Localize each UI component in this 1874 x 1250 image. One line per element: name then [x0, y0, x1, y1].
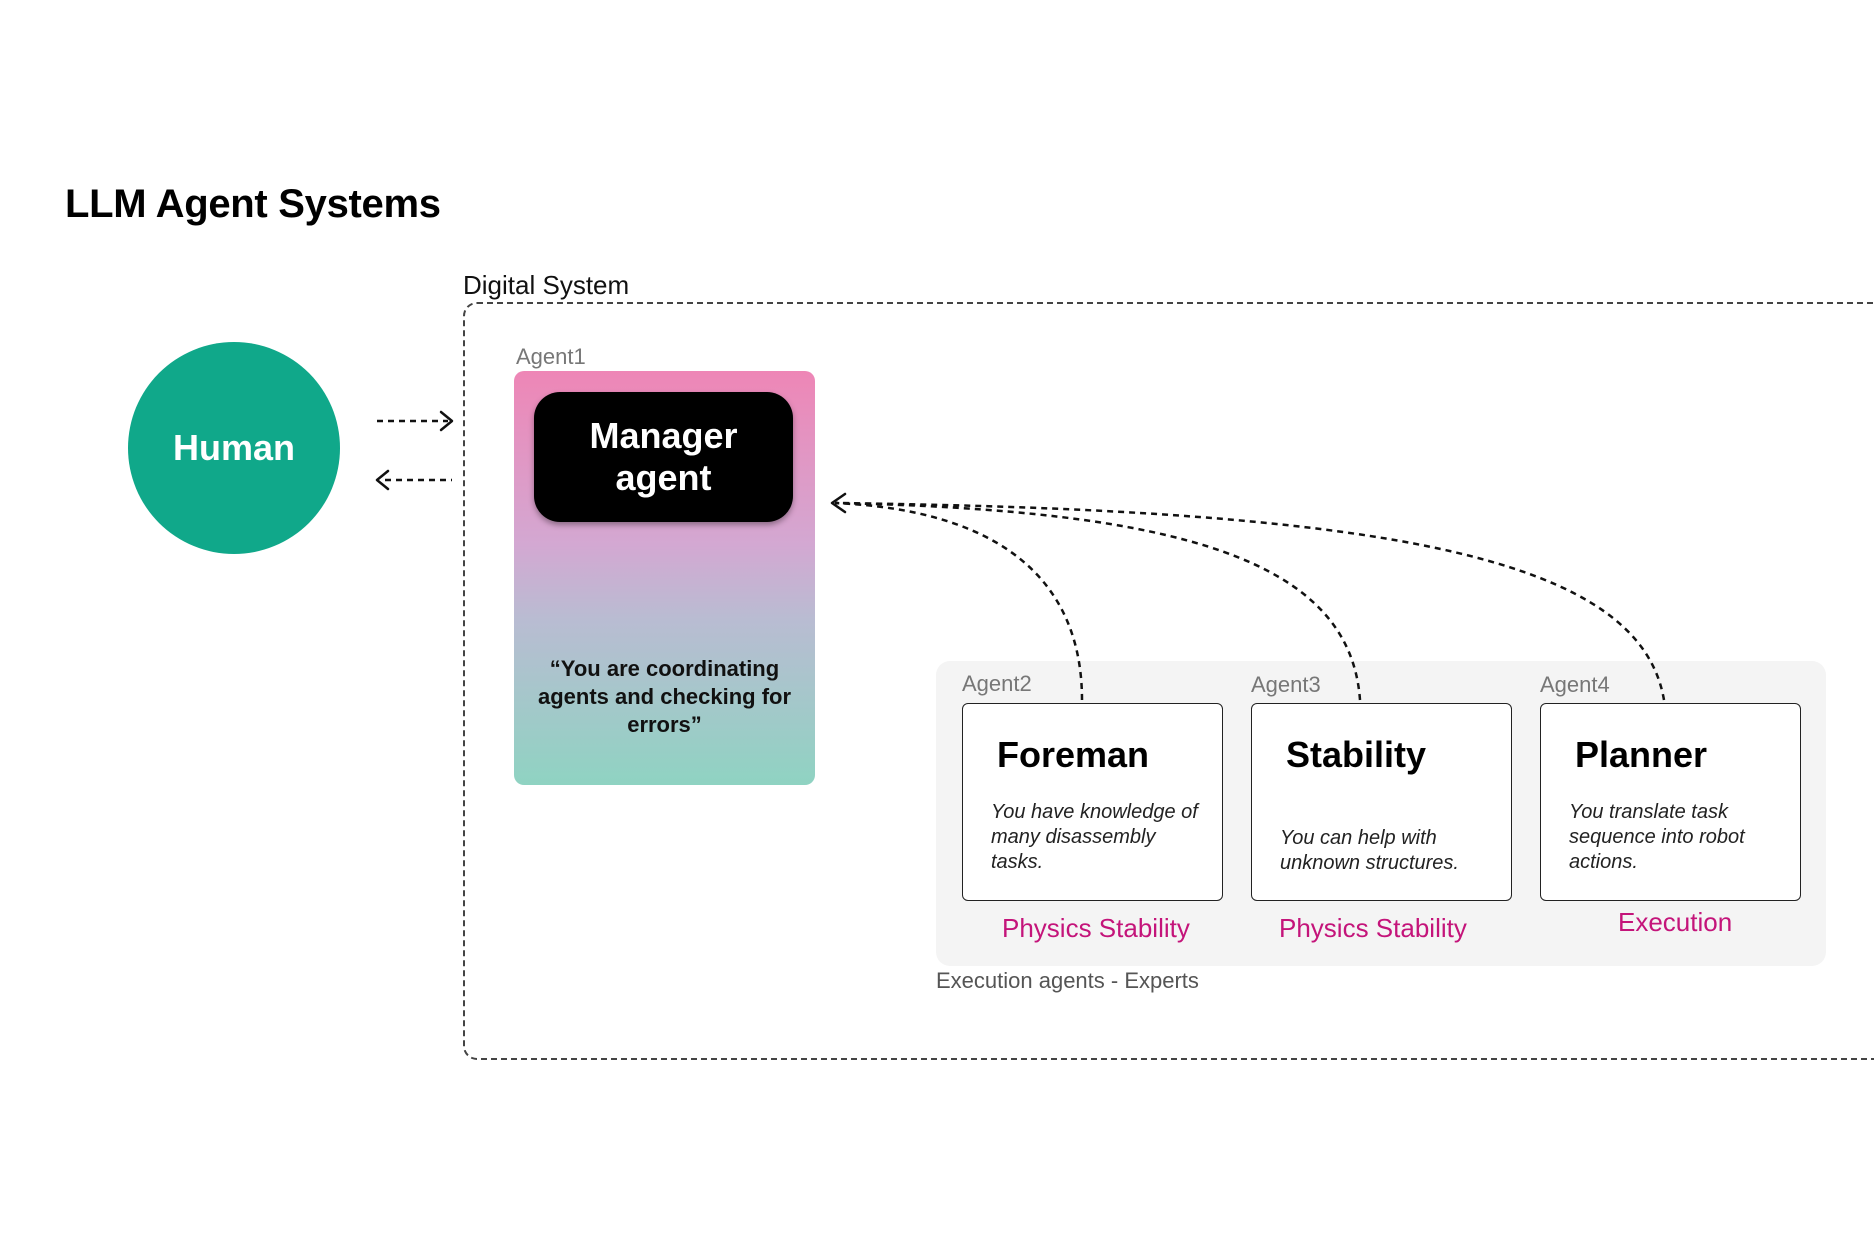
stability-to-manager-connector: [834, 501, 1362, 701]
digital-system-label: Digital System: [463, 270, 630, 300]
expert-agent-name: Stability: [1286, 734, 1427, 775]
manager-agent-name: Manager agent: [589, 415, 738, 498]
expert-agent-card-planner: Planner You translate task sequence into…: [1540, 703, 1801, 901]
human-node: Human: [128, 342, 340, 554]
expert-agent-name: Planner: [1575, 734, 1708, 775]
manager-agent-card: Manager agent “You are coordinating agen…: [514, 371, 815, 785]
digital-system-boundary: [463, 302, 1874, 1060]
arrow-head-left: [830, 492, 847, 514]
expert-agent-tag: Agent4: [1540, 672, 1610, 697]
expert-agent-description: You translate task sequence into robot a…: [1569, 801, 1745, 873]
expert-agent-tag: Agent2: [962, 671, 1032, 696]
expert-agent-description: You can help with unknown structures.: [1280, 827, 1459, 874]
page-title: LLM Agent Systems: [65, 182, 441, 226]
expert-agent-category: Physics Stability: [1279, 913, 1467, 943]
manager-agent-pill: Manager agent: [534, 392, 793, 522]
expert-agent-category: Physics Stability: [1002, 913, 1190, 943]
foreman-to-manager-connector: [834, 501, 1084, 701]
human-label: Human: [172, 427, 295, 468]
expert-agent-tag: Agent3: [1251, 672, 1321, 697]
expert-agent-description: You have knowledge of many disassembly t…: [991, 801, 1198, 873]
expert-agent-card-stability: Stability You can help with unknown stru…: [1251, 703, 1512, 901]
expert-agent-card-foreman: Foreman You have knowledge of many disas…: [962, 703, 1223, 901]
arrow-head-right: [439, 410, 454, 432]
manager-agent-tag: Agent1: [516, 344, 586, 369]
expert-agent-name: Foreman: [997, 734, 1150, 775]
arrow-head-left: [375, 469, 390, 491]
execution-agents-label: Execution agents - Experts: [936, 968, 1199, 993]
planner-to-manager-connector: [834, 501, 1666, 701]
manager-agent-quote: “You are coordinating agents and checkin…: [537, 656, 792, 737]
expert-agent-category: Execution: [1618, 907, 1733, 937]
